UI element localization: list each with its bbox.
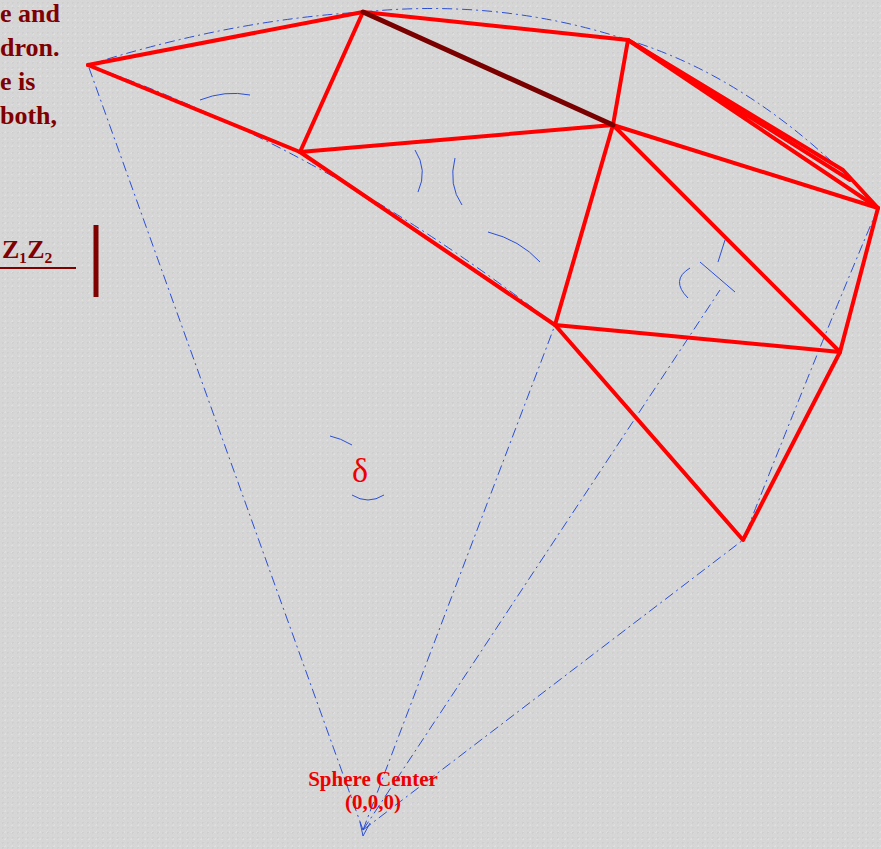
sphere-arc (88, 9, 878, 209)
angle-mark (330, 436, 352, 445)
center-point (360, 822, 370, 836)
underline (0, 267, 76, 269)
hand-mark (453, 158, 462, 205)
partial-text: dron. (0, 34, 60, 63)
polyhedron-edge (300, 152, 840, 540)
radius-line (363, 290, 720, 830)
bracket-bar (94, 225, 99, 297)
radius-line (363, 325, 555, 830)
hand-mark (200, 93, 250, 100)
highlighted-edge (363, 12, 613, 125)
polyhedron-edge (88, 12, 878, 208)
angle-mark (352, 495, 384, 500)
polyhedron-edge (88, 12, 363, 152)
center-label: Sphere Center (0,0,0) (298, 768, 448, 814)
construction-lines (88, 9, 878, 831)
hand-mark (415, 150, 422, 192)
polyhedron-edge (628, 40, 878, 208)
segment-label: Z₁Z₂ (2, 236, 52, 265)
polyhedron-edges (88, 12, 878, 540)
polyhedron-edge (613, 125, 840, 352)
partial-text: e is (0, 68, 35, 97)
radius-line (88, 65, 363, 830)
hand-mark (679, 240, 735, 298)
polyhedron-edge (555, 125, 878, 352)
hand-mark (488, 232, 540, 262)
partial-text: both, (0, 102, 57, 131)
angle-symbol: δ (352, 452, 368, 489)
sphere-arc (743, 208, 878, 540)
partial-text: e and (0, 0, 60, 29)
